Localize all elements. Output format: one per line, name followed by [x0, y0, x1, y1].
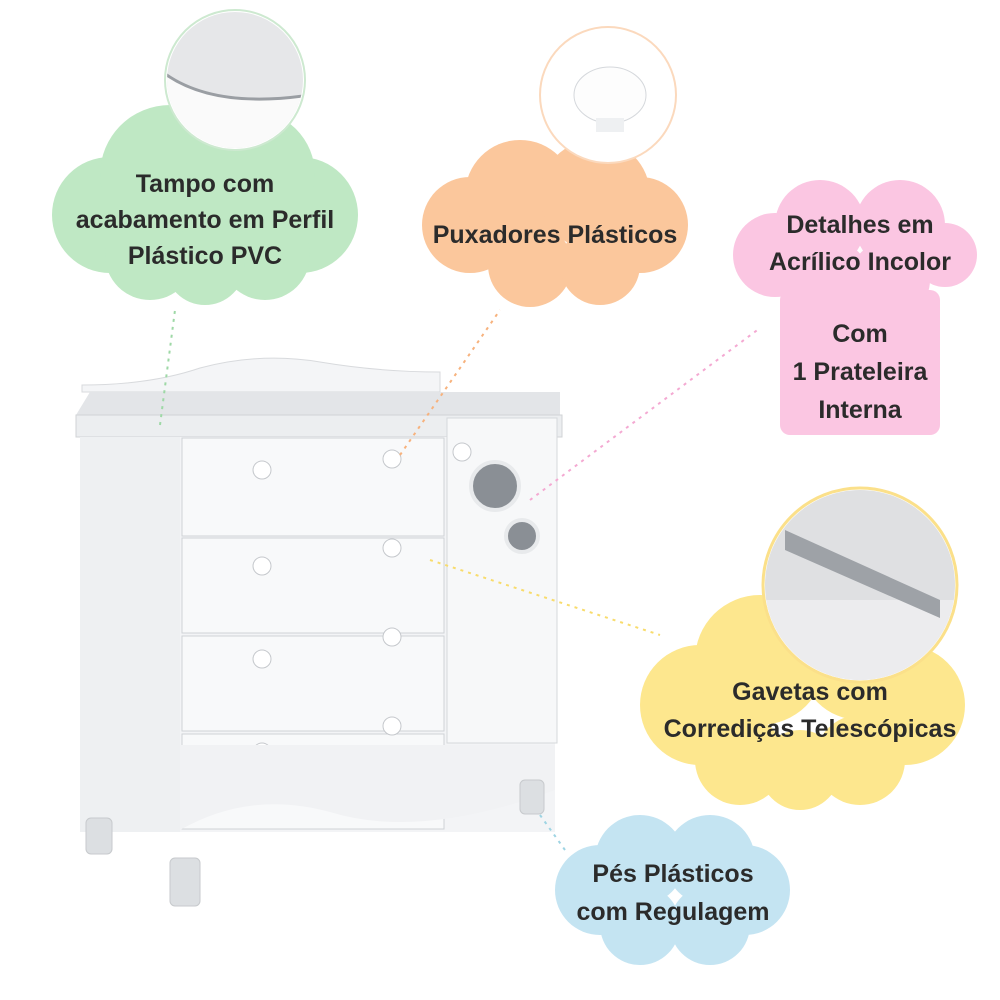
callout-drawer-slides: Gavetas com Corrediças Telescópicas: [640, 486, 965, 810]
shelf-line-1: Com: [832, 320, 888, 348]
feet: [85, 779, 545, 907]
top-line-3: Plástico PVC: [128, 242, 282, 270]
feet-line-2: com Regulagem: [576, 898, 769, 926]
drawers-line-1: Gavetas com: [732, 678, 888, 706]
acrylic-line-1: Detalhes em: [786, 211, 933, 239]
top-line-1: Tampo com: [136, 170, 274, 198]
handles-line-1: Puxadores Plásticos: [433, 221, 678, 249]
shelf-line-2: 1 Prateleira: [793, 358, 929, 386]
pointer-lines: [159, 309, 761, 851]
acrylic-line-2: Acrílico Incolor: [769, 248, 951, 276]
top-line-2: acabamento em Perfil: [76, 206, 334, 234]
callout-handles: Puxadores Plásticos: [422, 26, 688, 307]
callout-top-finish: Tampo com acabamento em Perfil Plástico …: [52, 9, 358, 305]
callout-acrylic: Detalhes em Acrílico Incolor Com 1 Prate…: [733, 180, 977, 435]
callout-feet: Pés Plásticos com Regulagem: [555, 815, 790, 965]
shelf-line-3: Interna: [818, 396, 902, 424]
feet-line-1: Pés Plásticos: [592, 860, 753, 888]
dresser-illustration: [75, 357, 563, 907]
drawers-line-2: Corrediças Telescópicas: [664, 715, 957, 743]
